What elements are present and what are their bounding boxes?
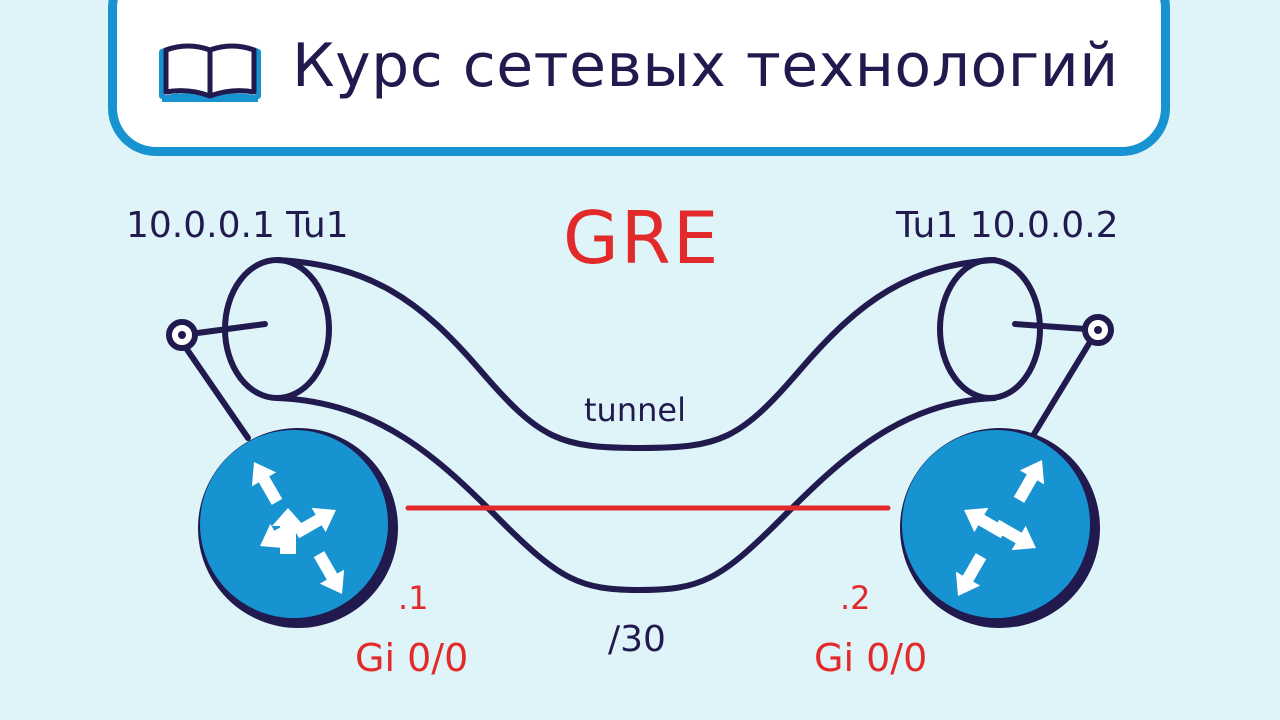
- transit-prefix-label: /30: [608, 619, 666, 660]
- tunnel-label: tunnel: [584, 391, 686, 429]
- left-ip-suffix: .1: [398, 579, 429, 617]
- router-icon: [955, 460, 1045, 596]
- left-interface-label: Gi 0/0: [355, 636, 469, 680]
- tunnel-end-right: [937, 257, 1043, 401]
- page-title: Курс сетевых технологий: [292, 31, 1119, 101]
- tunnel-upper-edge: [274, 257, 998, 452]
- router-right: [900, 428, 1100, 628]
- left-tunnel-label: 10.0.0.1 Tu1: [126, 205, 349, 246]
- right-interface-label: Gi 0/0: [814, 636, 928, 680]
- open-book-icon: [159, 43, 261, 102]
- tunnel-lower-edge: [274, 395, 998, 594]
- diagram-title: GRE: [563, 196, 721, 280]
- right-tunnel-label: Tu1 10.0.0.2: [896, 205, 1119, 246]
- router-left: [198, 428, 398, 628]
- router-icon: [251, 462, 345, 594]
- tunnel-interface-left: [166, 319, 268, 441]
- right-ip-suffix: .2: [840, 579, 871, 617]
- header-card: [108, 0, 1170, 156]
- tunnel-interface-right: [1012, 314, 1114, 437]
